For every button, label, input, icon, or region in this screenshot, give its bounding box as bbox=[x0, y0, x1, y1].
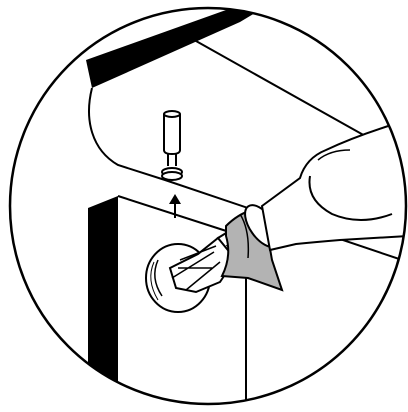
shelf-pin bbox=[162, 111, 182, 180]
pin-flange-lower bbox=[162, 172, 182, 180]
pin-cylinder bbox=[164, 114, 180, 154]
pin-top-cap bbox=[164, 111, 180, 117]
